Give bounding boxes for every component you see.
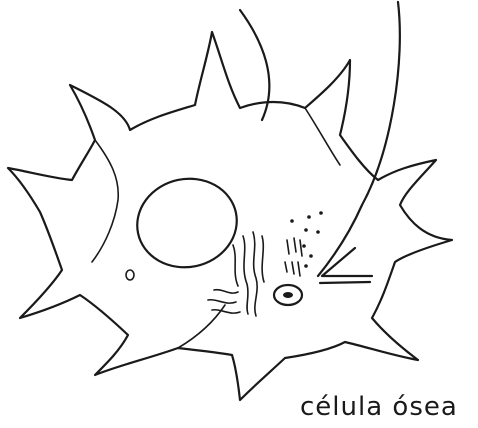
granule-dot-1 [290,219,294,223]
golgi-stack-4 [262,236,264,282]
granule-dot-2 [307,215,311,219]
pointer-arrow-line [318,2,400,276]
granule-rod-4 [285,262,287,272]
golgi-stack-7 [212,310,240,313]
nucleus [129,170,245,277]
golgi-stack-2 [243,236,248,314]
cell-inner-contour-left [92,140,118,262]
golgi-stack-5 [214,290,238,293]
golgi-stack-6 [208,300,236,303]
granule-dot-6 [302,244,306,248]
pointer-arrow-head-bar [320,282,370,283]
granule-dot-3 [319,211,323,215]
granule-rod-1 [287,240,289,254]
granule-rod-3 [300,240,302,256]
cell-inner-contour-right [305,108,340,165]
figure-caption: célula ósea [300,392,458,422]
granule-rod-6 [298,262,300,276]
vesicle-left [126,270,134,280]
granule-rod-2 [294,238,296,252]
granule-dot-7 [309,254,313,258]
granule-dot-8 [304,264,308,268]
cell-membrane-outline [8,32,452,400]
vesicle-oval-core [283,292,293,298]
granule-dot-4 [304,228,308,232]
granule-dot-5 [316,230,320,234]
cell-inner-contour-bottom [178,305,225,348]
granule-rod-5 [292,262,294,274]
golgi-stack-1 [233,245,238,286]
golgi-stack-3 [253,232,257,316]
